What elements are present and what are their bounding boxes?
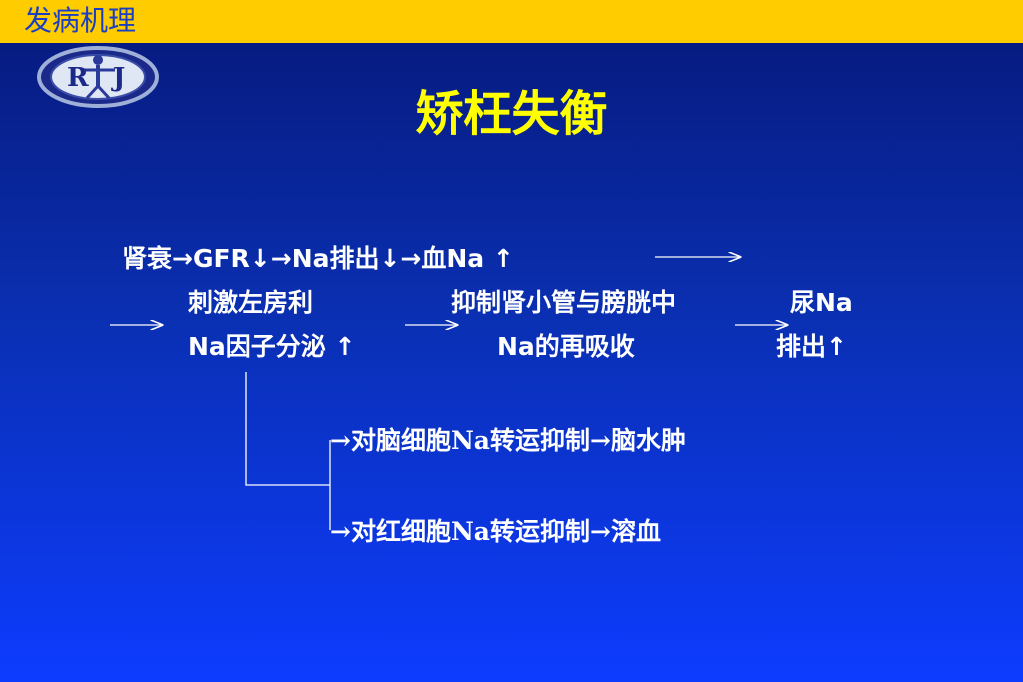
- branch-connector: [245, 372, 330, 486]
- hospital-logo-icon: R J: [37, 46, 159, 108]
- svg-text:R: R: [67, 63, 89, 93]
- header-bar: 发病机理: [0, 0, 1023, 43]
- flow-row-1: 肾衰→GFR↓→Na排出↓→血Na ↑: [122, 244, 514, 273]
- step-3-line-1: 尿Na: [790, 288, 853, 317]
- step-1-line-2: Na因子分泌 ↑: [188, 332, 356, 361]
- branch-rbc: →对红细胞Na转运抑制→溶血: [330, 517, 661, 546]
- slide-title: 矫枉失衡: [415, 86, 608, 142]
- svg-text:J: J: [111, 63, 125, 93]
- branch-brain: →对脑细胞Na转运抑制→脑水肿: [330, 426, 686, 455]
- step-1-line-1: 刺激左房利: [188, 288, 314, 317]
- step-2-line-2: Na的再吸收: [497, 332, 635, 361]
- step-3-line-2: 排出↑: [776, 332, 847, 361]
- step-2-line-1: 抑制肾小管与膀胱中: [451, 288, 677, 317]
- section-title: 发病机理: [24, 4, 137, 37]
